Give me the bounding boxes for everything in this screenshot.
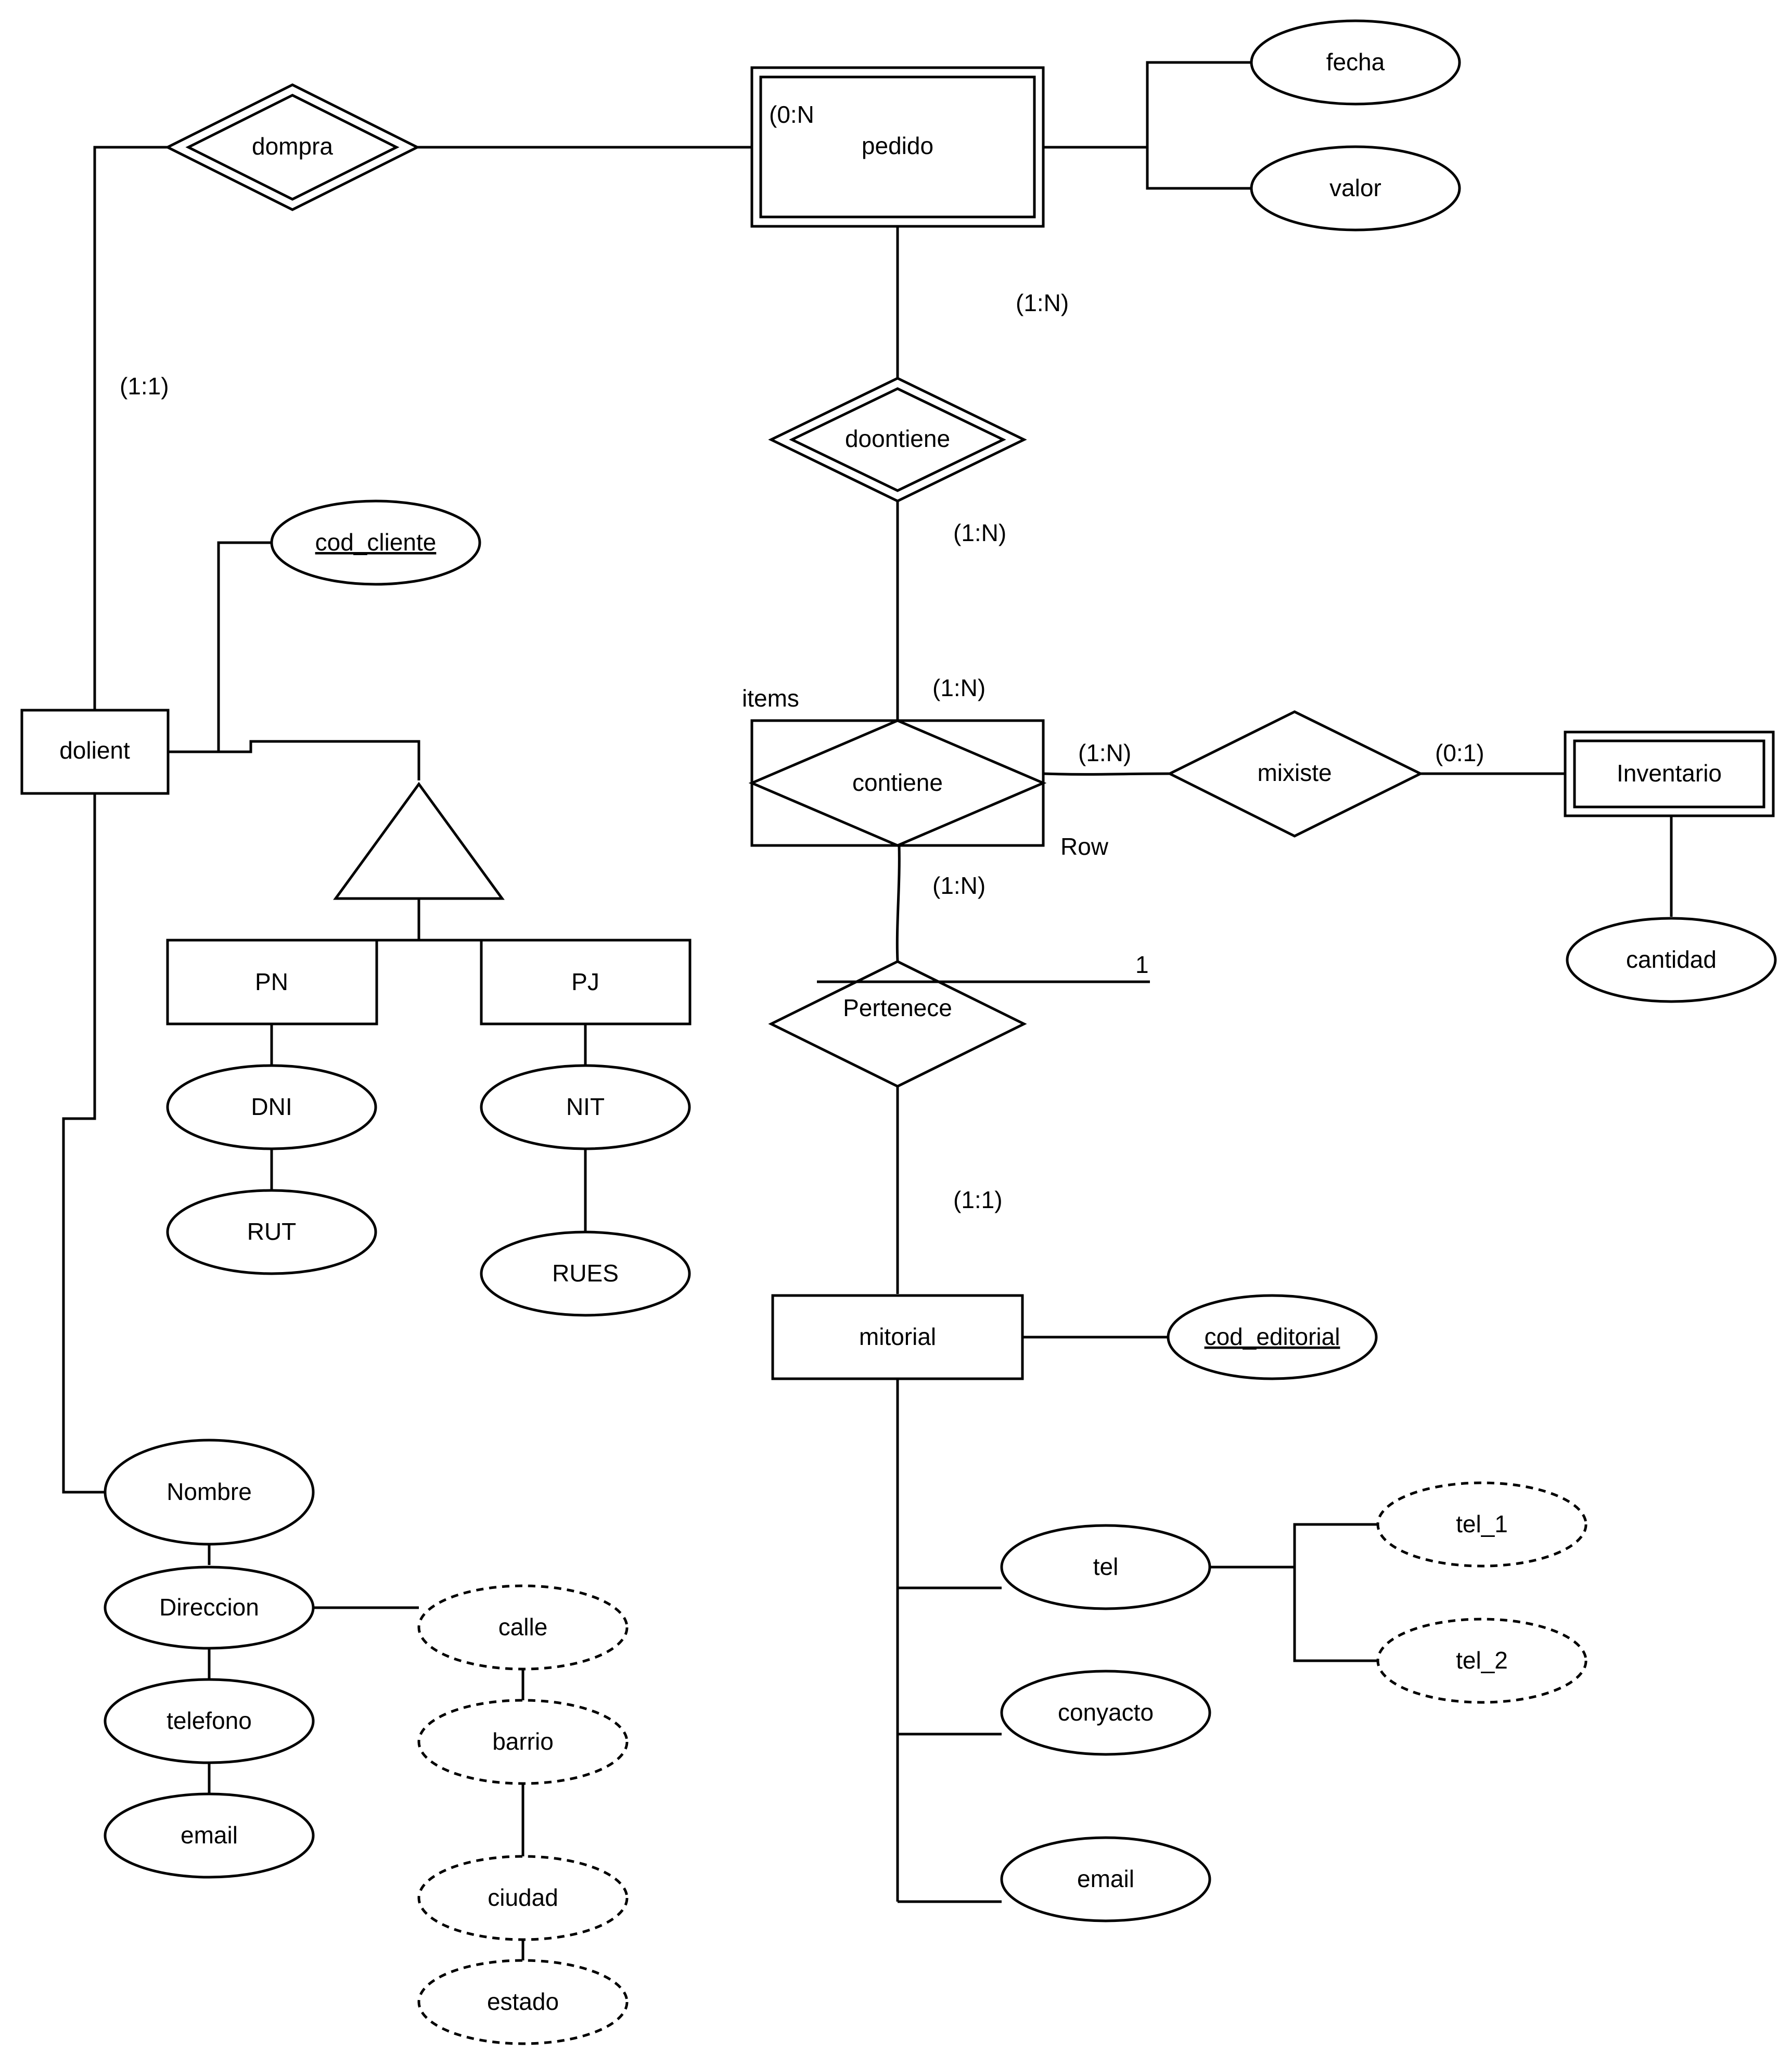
label-card-1-n-contiene-top: (1:N)	[932, 674, 985, 701]
entity-pn-label: PN	[255, 968, 288, 995]
attribute-cod-cliente[interactable]: cod_cliente	[270, 499, 481, 586]
label-card-1-n-pedido: (1:N)	[1016, 289, 1069, 316]
label-one: 1	[1135, 951, 1149, 978]
attribute-direccion[interactable]: Direccion	[104, 1566, 315, 1650]
attribute-barrio-label: barrio	[492, 1728, 554, 1755]
attribute-tel[interactable]: tel	[1000, 1524, 1211, 1610]
attribute-tel-1[interactable]: tel_1	[1376, 1481, 1588, 1568]
edge-dolient-isa	[219, 740, 420, 780]
relationship-doontiene-label: doontiene	[845, 425, 950, 452]
entity-dolient[interactable]: dolient	[20, 709, 170, 795]
attribute-tel-label: tel	[1093, 1553, 1119, 1580]
label-card-1-n-mixiste: (1:N)	[1078, 739, 1131, 766]
relationship-pertenece[interactable]: Pertenece	[768, 960, 1150, 1088]
edge-tel-tel2	[1293, 1567, 1378, 1662]
entity-dolient-label: dolient	[59, 737, 130, 764]
entity-mitorial[interactable]: mitorial	[771, 1294, 1024, 1380]
attribute-estado-label: estado	[487, 1988, 559, 2015]
attribute-cod-editorial-label: cod_editorial	[1205, 1323, 1340, 1350]
attribute-tel-2-label: tel_2	[1456, 1647, 1508, 1674]
label-card-0-1: (0:1)	[1435, 739, 1484, 766]
attribute-cantidad-label: cantidad	[1626, 946, 1717, 973]
edge-contiene-pertenece	[895, 845, 901, 961]
attribute-tel-2[interactable]: tel_2	[1376, 1618, 1588, 1704]
attribute-rut-label: RUT	[247, 1218, 297, 1245]
entity-pedido[interactable]: pedido (0:N	[750, 66, 1045, 228]
edge-dolient-cod-cliente	[168, 541, 271, 753]
specialization-triangle[interactable]	[333, 781, 505, 900]
attribute-dni[interactable]: DNI	[166, 1064, 377, 1150]
attribute-direccion-label: Direccion	[159, 1594, 259, 1621]
edge-dolient-dompra	[93, 146, 168, 710]
attribute-fecha-label: fecha	[1326, 48, 1385, 75]
attribute-cod-cliente-label: cod_cliente	[315, 529, 437, 556]
label-card-1-n-contiene-bottom: (1:N)	[932, 872, 985, 899]
label-card-1-n-doontiene: (1:N)	[953, 519, 1006, 546]
attribute-nombre-label: Nombre	[167, 1478, 252, 1505]
attribute-valor[interactable]: valor	[1250, 145, 1461, 232]
attribute-calle[interactable]: calle	[417, 1584, 629, 1671]
entity-pedido-cardinality: (0:N	[769, 101, 814, 128]
entity-inventario-label: Inventario	[1617, 760, 1722, 787]
attribute-calle-label: calle	[498, 1613, 548, 1640]
attribute-dni-label: DNI	[251, 1093, 292, 1120]
label-card-1-1-mitorial: (1:1)	[953, 1186, 1003, 1213]
entity-pj[interactable]: PJ	[480, 939, 692, 1025]
attribute-telefono[interactable]: telefono	[104, 1678, 315, 1764]
relationship-contiene-label: contiene	[852, 769, 943, 796]
edge-pedido-valor	[1146, 147, 1251, 190]
edge-dolient-nombre	[62, 793, 105, 1494]
attribute-conyacto[interactable]: conyacto	[1000, 1670, 1211, 1756]
attribute-estado[interactable]: estado	[417, 1959, 629, 2045]
attribute-email-editorial-label: email	[1077, 1865, 1134, 1892]
attribute-ciudad[interactable]: ciudad	[417, 1855, 629, 1941]
relationship-mixiste[interactable]: mixiste	[1167, 710, 1424, 838]
entity-pedido-label: pedido	[862, 132, 933, 159]
attribute-valor-label: valor	[1329, 174, 1381, 201]
attribute-rues-label: RUES	[552, 1260, 619, 1287]
attribute-nombre[interactable]: Nombre	[104, 1439, 315, 1546]
entity-pn[interactable]: PN	[166, 939, 378, 1025]
attribute-ciudad-label: ciudad	[488, 1884, 558, 1911]
attribute-conyacto-label: conyacto	[1058, 1699, 1154, 1726]
relationship-dompra-label: dompra	[252, 133, 333, 160]
relationship-doontiene[interactable]: doontiene	[768, 377, 1027, 503]
label-card-1-1-left: (1:1)	[120, 373, 169, 400]
attribute-rut[interactable]: RUT	[166, 1189, 377, 1275]
edge-tel-tel1	[1210, 1523, 1378, 1569]
attribute-barrio[interactable]: barrio	[417, 1699, 629, 1785]
attribute-email-cliente-label: email	[181, 1822, 238, 1849]
cardinality-labels: (1:1) (1:N) (1:N) (1:N) items (1:N) (0:1…	[120, 289, 1484, 1213]
attribute-cantidad[interactable]: cantidad	[1566, 917, 1777, 1003]
relationship-dompra[interactable]: dompra	[164, 83, 420, 211]
attribute-cod-editorial[interactable]: cod_editorial	[1167, 1294, 1378, 1380]
attribute-nit-label: NIT	[566, 1093, 605, 1120]
attribute-telefono-label: telefono	[167, 1707, 252, 1734]
attribute-email-editorial[interactable]: email	[1000, 1836, 1211, 1922]
attribute-email-cliente[interactable]: email	[104, 1792, 315, 1879]
label-items: items	[742, 685, 799, 712]
relationship-contiene[interactable]: contiene	[748, 719, 1047, 847]
attribute-rues[interactable]: RUES	[480, 1230, 691, 1317]
edge-isa-pn	[377, 899, 420, 942]
attribute-fecha[interactable]: fecha	[1250, 19, 1461, 106]
attribute-nit[interactable]: NIT	[480, 1064, 691, 1150]
entity-mitorial-label: mitorial	[859, 1323, 936, 1350]
entity-pj-label: PJ	[571, 968, 599, 995]
relationship-pertenece-label: Pertenece	[843, 994, 952, 1021]
attribute-tel-1-label: tel_1	[1456, 1510, 1508, 1537]
label-row: Row	[1060, 833, 1109, 860]
edge-pedido-fecha	[1043, 61, 1251, 149]
entity-inventario[interactable]: Inventario	[1564, 730, 1775, 817]
relationship-mixiste-label: mixiste	[1257, 759, 1332, 786]
